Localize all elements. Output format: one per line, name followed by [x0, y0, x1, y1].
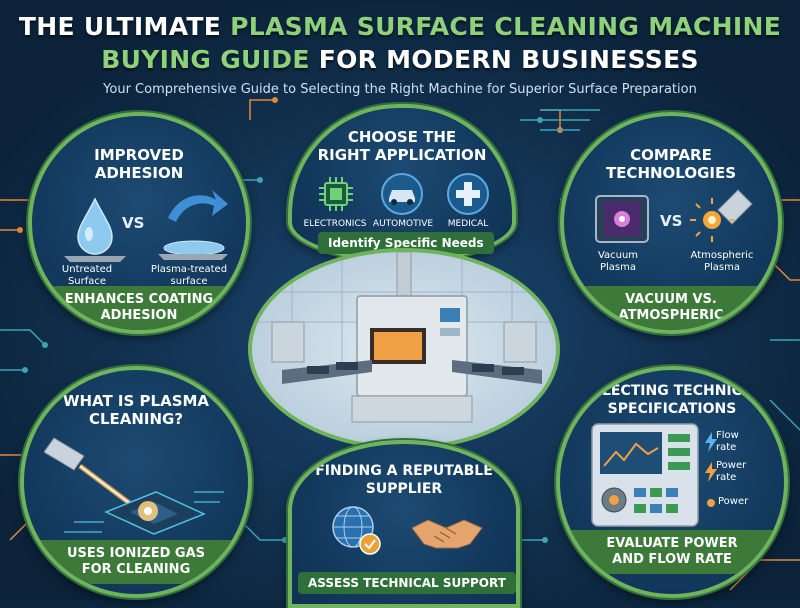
atmospheric-plasma-icon — [690, 189, 753, 242]
title-line1-green: PLASMA SURFACE CLEANING MACHINE — [230, 12, 782, 41]
page-title: THE ULTIMATE PLASMA SURFACE CLEANING MAC… — [0, 10, 800, 76]
center-machine-illustration — [248, 248, 560, 450]
adhesion-vs: VS — [122, 214, 145, 232]
technologies-vs: VS — [660, 212, 683, 230]
vacuum-label: Vacuum Plasma — [597, 250, 639, 273]
application-band: Identify Specific Needs — [318, 232, 494, 254]
supplier-band: ASSESS TECHNICAL SUPPORT — [298, 572, 516, 594]
handshake-icon — [411, 519, 483, 549]
control-panel-icon — [591, 423, 699, 527]
chip-icon — [319, 177, 353, 211]
lightning-icon-power-rate — [705, 462, 717, 482]
medical-cross-icon — [447, 173, 489, 215]
title-line2-green: BUYING GUIDE — [101, 45, 319, 74]
title-line2-white: FOR MODERN BUSINESSES — [318, 45, 699, 74]
page-subtitle: Your Comprehensive Guide to Selecting th… — [103, 82, 697, 97]
title-line1-white: THE ULTIMATE — [18, 12, 231, 41]
globe-badge-icon — [332, 506, 381, 555]
plasma-jet-chip-icon — [44, 437, 224, 535]
app-item-automotive: AUTOMOTIVE — [372, 219, 434, 229]
lightning-icon-flow — [705, 432, 717, 452]
flow-rate-label: Flow rate — [716, 430, 739, 453]
treated-label: Plasma-treated surface — [150, 264, 228, 287]
app-item-medical: MEDICAL — [447, 219, 489, 229]
plasma-machine-icon — [252, 252, 556, 423]
spread-drop-icon — [158, 190, 228, 260]
untreated-label: Untreated Surface — [61, 264, 113, 287]
app-item-electronics: ELECTRONICS — [303, 219, 367, 229]
atmospheric-label: Atmospheric Plasma — [690, 250, 754, 273]
power-rate-label: Power rate — [716, 460, 747, 483]
car-icon — [381, 173, 423, 215]
vacuum-plasma-icon — [595, 195, 649, 243]
power-dot-icon — [707, 499, 715, 507]
power-label: Power — [718, 496, 749, 507]
technologies-band: VACUUM VS.ATMOSPHERIC — [564, 286, 778, 330]
water-drop-icon — [64, 197, 126, 262]
